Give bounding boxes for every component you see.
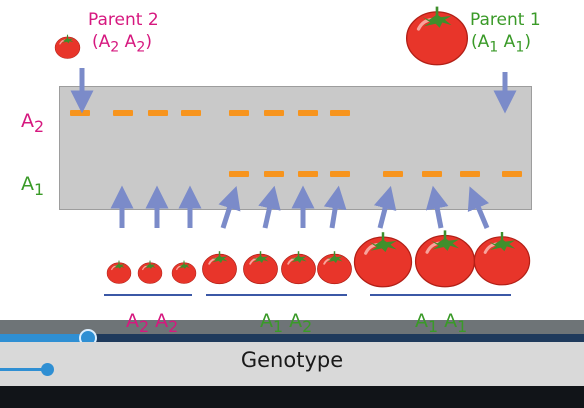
- caption-text: Genotype: [240, 348, 344, 372]
- volume-track[interactable]: [0, 368, 47, 371]
- arrow-up: [323, 185, 347, 229]
- offspring-tomato-icon: [316, 246, 353, 286]
- group-label-a1a1: A1 A1: [415, 310, 468, 336]
- offspring-tomato-icon: [280, 246, 317, 286]
- offspring-tomato-icon: [242, 246, 279, 286]
- band-a1: [502, 171, 522, 177]
- band-a2: [330, 110, 350, 116]
- group-underline: [104, 294, 192, 296]
- parent1-genotype: (A1 A1): [471, 32, 531, 56]
- offspring-tomato-icon: [171, 258, 197, 284]
- band-a1: [229, 171, 249, 177]
- band-a2: [298, 110, 318, 116]
- offspring-tomato-icon: [106, 258, 132, 284]
- caption-bar: Genotype: [0, 342, 584, 386]
- band-a2: [181, 110, 201, 116]
- band-a2: [229, 110, 249, 116]
- offspring-tomato-icon: [351, 226, 415, 288]
- parent1-tomato-icon: [404, 0, 470, 66]
- progress-track[interactable]: [0, 334, 584, 342]
- group-underline: [206, 294, 347, 296]
- row-label-a2: A2: [21, 110, 45, 136]
- parent2-genotype: (A2 A2): [92, 32, 152, 56]
- group-label-a1a2: A1 A2: [260, 310, 313, 336]
- offspring-tomato-icon: [472, 224, 532, 288]
- band-a2: [113, 110, 133, 116]
- arrow-up: [467, 186, 490, 229]
- parent2-title: Parent 2: [88, 10, 159, 30]
- volume-slider-handle[interactable]: [41, 363, 54, 376]
- band-a1: [422, 171, 442, 177]
- group-underline: [370, 294, 511, 296]
- arrow-up: [373, 185, 397, 229]
- band-a1: [264, 171, 284, 177]
- arrow-up: [258, 185, 281, 229]
- row-label-a1: A1: [21, 173, 45, 199]
- arrow-up: [218, 186, 241, 229]
- band-a2: [148, 110, 168, 116]
- offspring-tomato-icon: [201, 246, 238, 286]
- parent2-tomato-icon: [54, 32, 81, 59]
- parent1-title: Parent 1: [470, 10, 541, 30]
- band-a1: [330, 171, 350, 177]
- band-a1: [460, 171, 480, 177]
- band-a1: [383, 171, 403, 177]
- group-label-a2a2: A2 A2: [126, 310, 179, 336]
- offspring-tomato-icon: [137, 258, 163, 284]
- progress-fill: [0, 334, 88, 342]
- control-bar: [0, 386, 584, 408]
- band-a2: [264, 110, 284, 116]
- arrow-up: [425, 185, 449, 229]
- offspring-tomato-icon: [413, 224, 477, 288]
- band-a1: [298, 171, 318, 177]
